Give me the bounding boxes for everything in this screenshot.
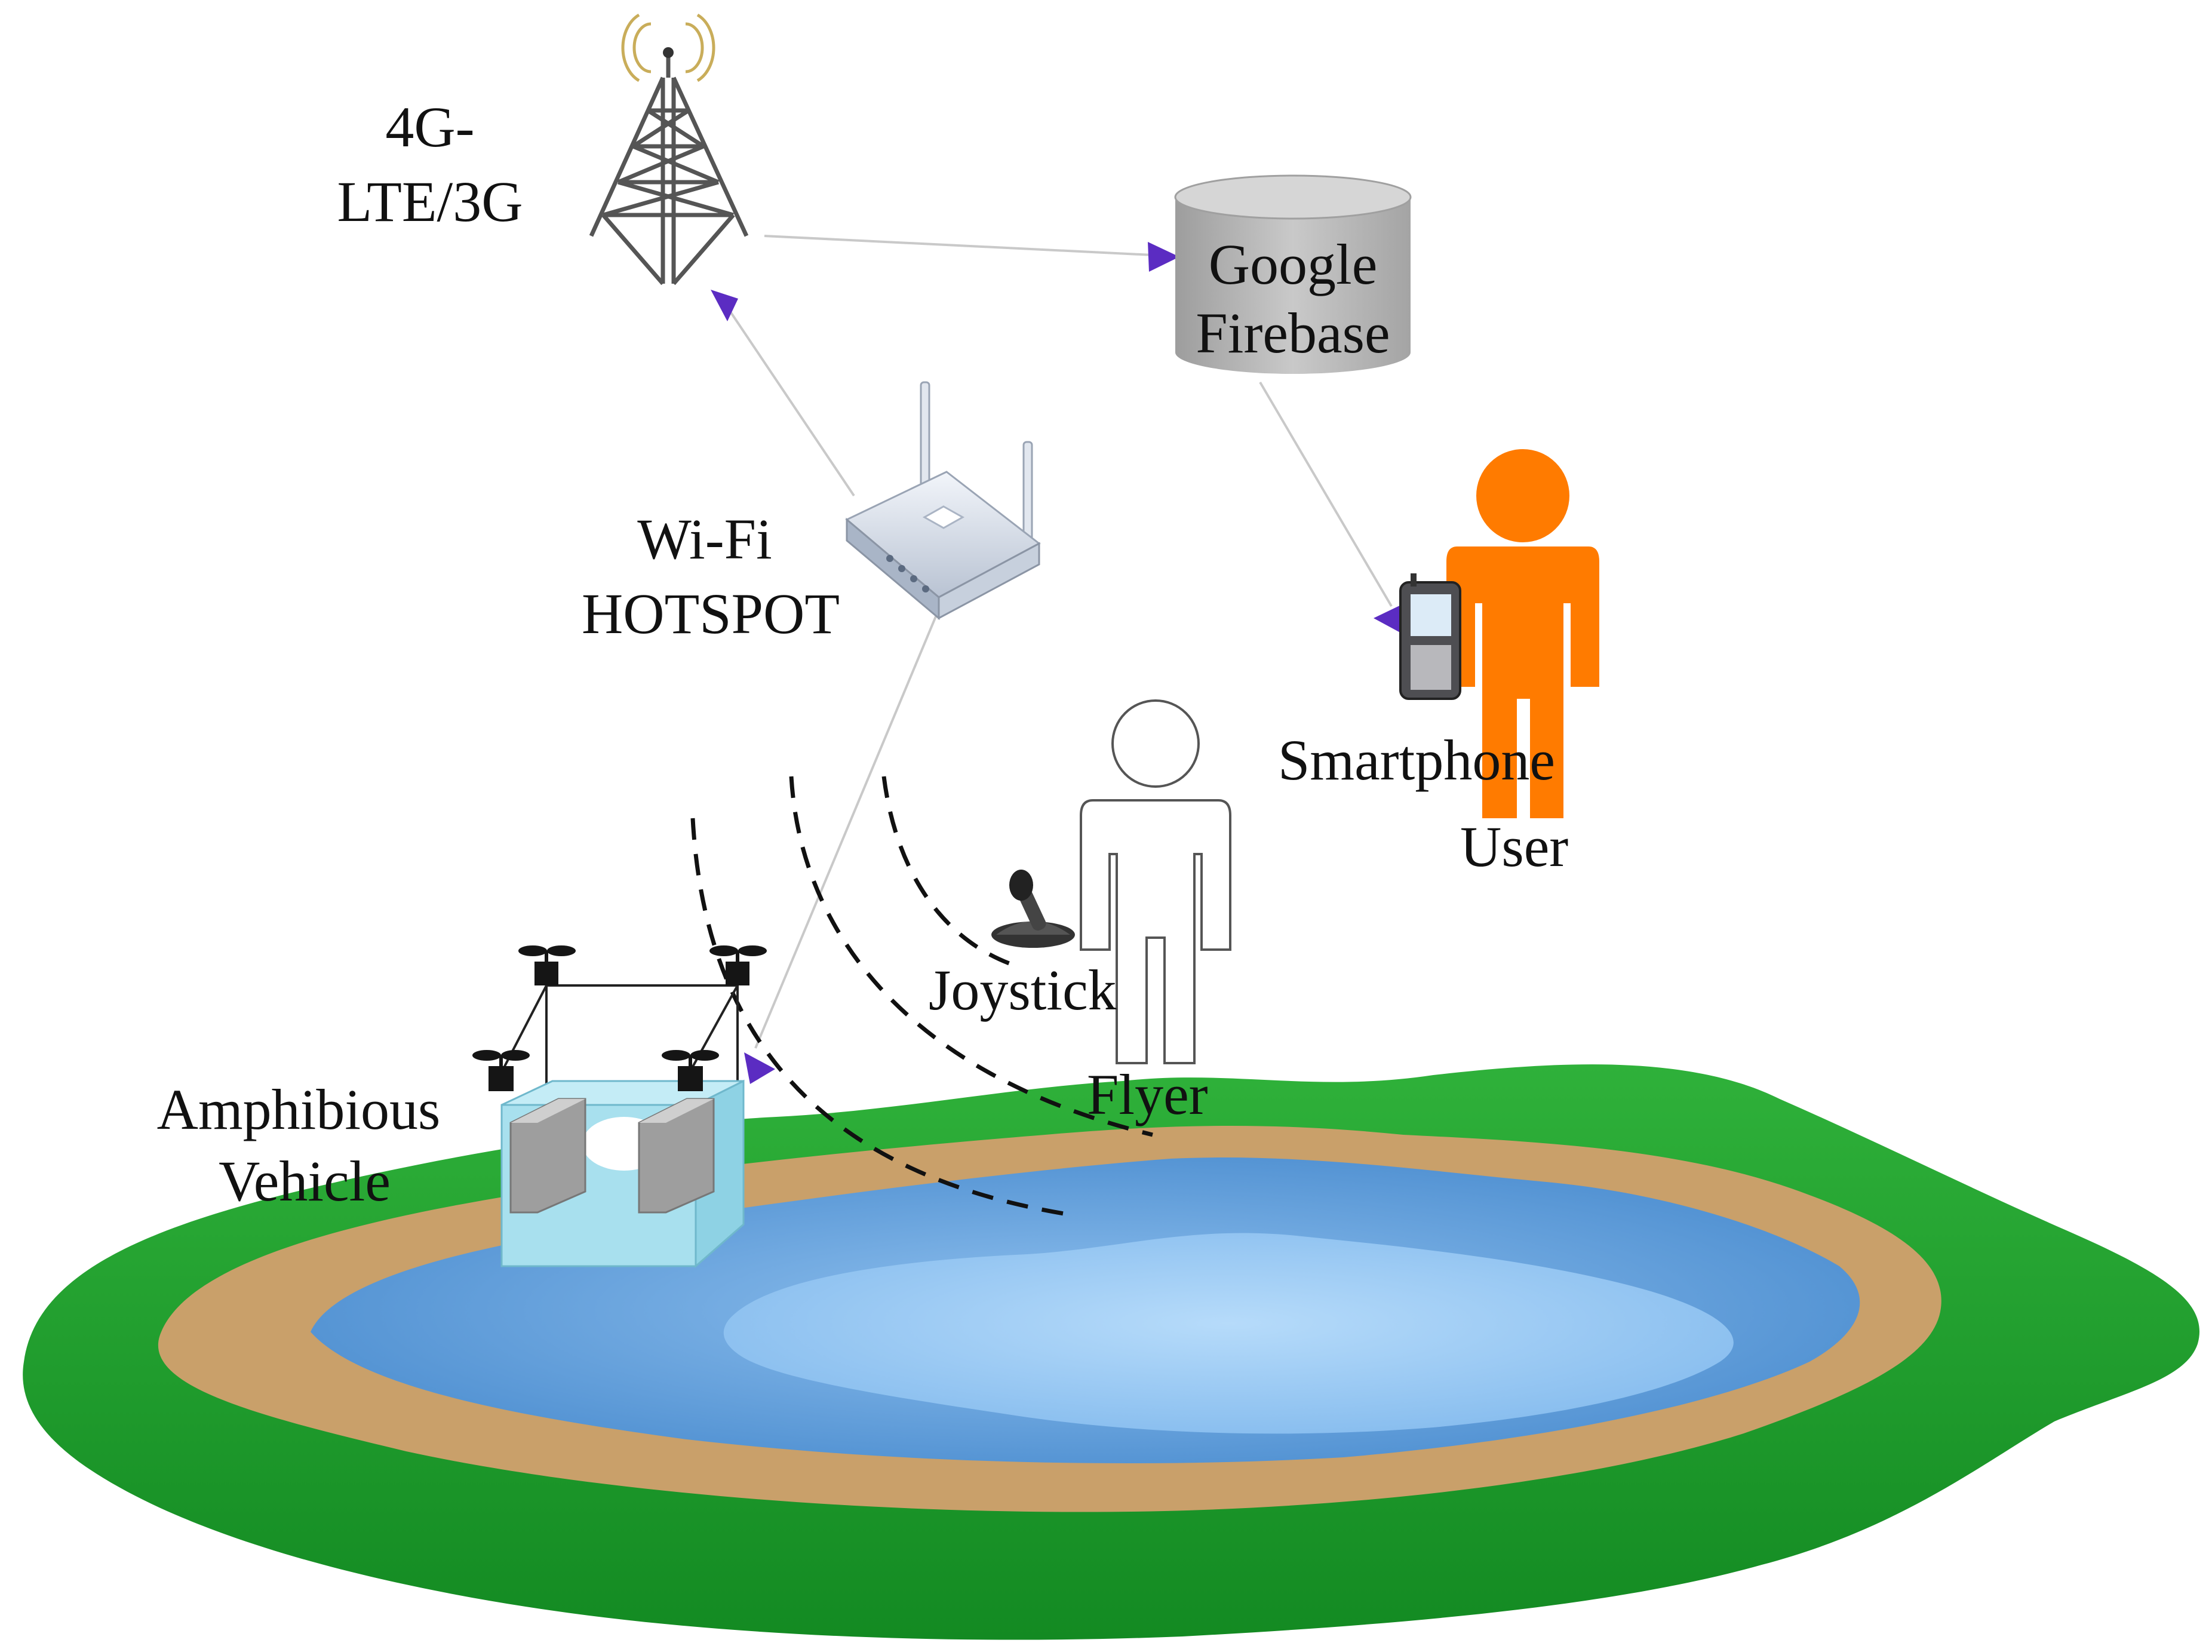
amphibious-drone-vehicle-icon [472, 945, 767, 1269]
arrowhead-to-vehicle [744, 1052, 775, 1084]
joystick-icon [991, 870, 1075, 948]
label-smartphone: Smartphone [1278, 728, 1555, 792]
wave-inner [881, 776, 1022, 970]
arrowhead-to-phone [1374, 603, 1405, 634]
smartphone-icon [1399, 573, 1461, 700]
label-user: User [1460, 815, 1568, 879]
wifi-router-icon [845, 381, 1041, 621]
label-vehicle-line2: Vehicle [219, 1149, 391, 1213]
arrowhead-to-firebase [1148, 242, 1179, 272]
link-router-tower [724, 303, 855, 497]
wave-outer [690, 818, 1076, 1218]
label-wifi-line1: Wi-Fi [637, 507, 772, 571]
link-vehicle-router [754, 612, 939, 1049]
label-vehicle-line1: Amphibious [157, 1077, 441, 1141]
connections [724, 235, 1393, 1049]
person-outline-icon [1080, 699, 1231, 1064]
label-tower-line1: 4G- [385, 95, 474, 159]
label-firebase-line1: Google [1209, 232, 1378, 296]
link-tower-firebase [764, 235, 1165, 257]
cell-tower-icon [589, 13, 749, 285]
person-icon [1446, 449, 1599, 818]
arrowheads [711, 242, 1405, 1084]
database-cylinder-icon [1174, 174, 1412, 374]
label-firebase-line2: Firebase [1196, 301, 1390, 365]
label-flyer: Flyer [1087, 1063, 1208, 1126]
wave-middle [789, 776, 1153, 1137]
labels: 4G- LTE/3G Google Firebase Wi-Fi HOTSPOT… [157, 95, 1569, 1213]
label-wifi-line2: HOTSPOT [582, 582, 840, 646]
link-firebase-phone [1259, 381, 1393, 607]
water-inner [723, 1233, 1734, 1434]
arrowhead-to-tower [711, 290, 738, 321]
label-joystick: Joystick [929, 958, 1117, 1022]
label-tower-line2: LTE/3G [337, 170, 523, 234]
radio-waves [690, 776, 1153, 1218]
